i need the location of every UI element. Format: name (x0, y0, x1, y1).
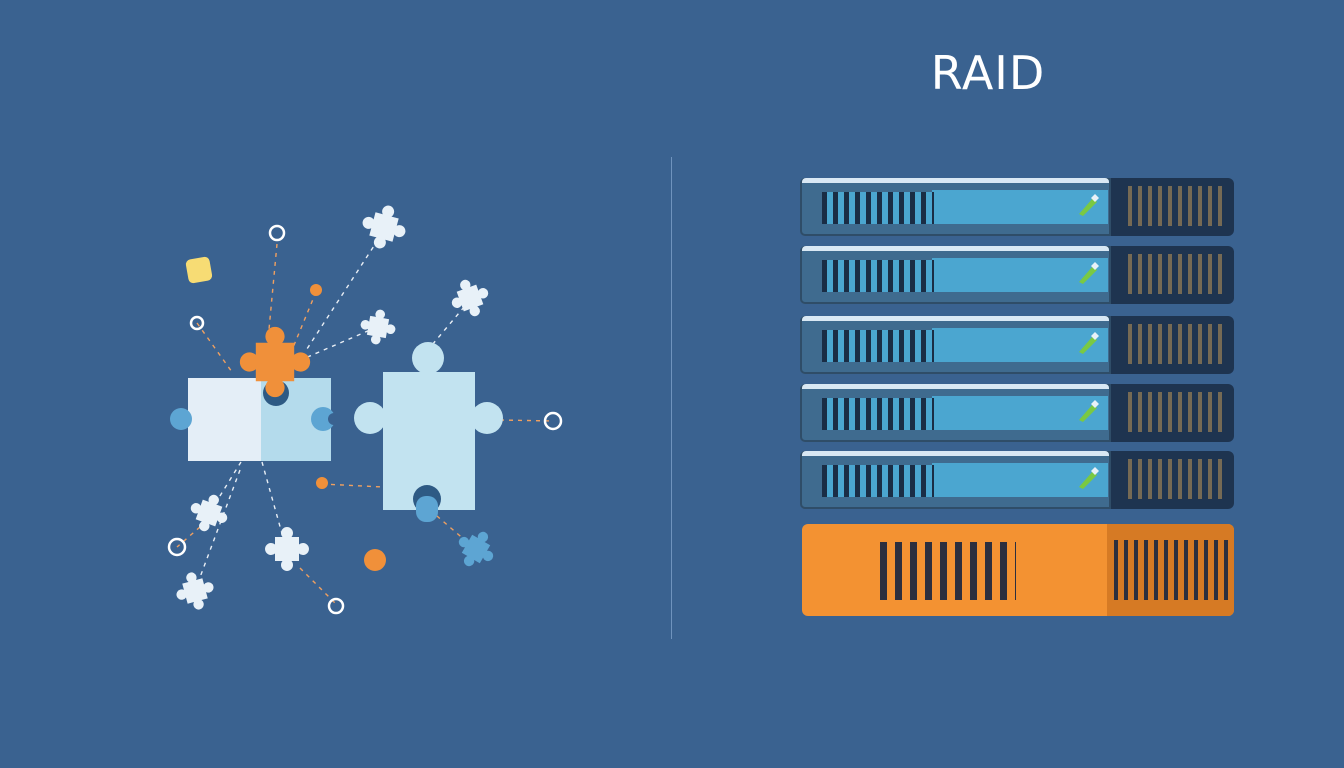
drive-rear (1108, 246, 1234, 304)
puzzle-piece-icon (445, 273, 495, 323)
puzzle-socket (328, 413, 340, 425)
puzzle-knob (354, 402, 386, 434)
diagram-title: RAID (930, 46, 1046, 100)
connector-line (176, 526, 201, 548)
connector-line (209, 461, 242, 513)
puzzle-piece-icon (265, 527, 309, 571)
drive-rear (1108, 451, 1234, 509)
node-ring-icon (189, 315, 205, 331)
node-ring-icon (268, 224, 286, 242)
puzzle-illustration (167, 200, 563, 615)
led-indicator-icon (1079, 194, 1099, 216)
raid-drive-5 (800, 451, 1234, 509)
led-indicator-icon (1079, 400, 1099, 422)
raid-drive-3 (800, 316, 1234, 374)
hard-drive-icon (800, 246, 1111, 304)
connector-line (267, 243, 278, 341)
node-ring-icon (327, 597, 345, 615)
puzzle-piece-icon (449, 522, 503, 576)
raid-drive-2 (800, 246, 1234, 304)
puzzle-knob (416, 496, 438, 522)
puzzle-piece-icon (184, 488, 234, 538)
led-indicator-icon (1079, 467, 1099, 489)
raid-drive-4 (800, 384, 1234, 442)
drive-rear (1108, 384, 1234, 442)
hard-drive-icon (800, 316, 1111, 374)
led-indicator-icon (1079, 332, 1099, 354)
led-indicator-icon (1079, 262, 1099, 284)
raid-array (800, 0, 1236, 768)
puzzle-knob (471, 402, 503, 434)
drive-vent (880, 542, 1016, 600)
connector-line (299, 567, 337, 605)
drive-vent (1114, 540, 1230, 600)
connector-line (196, 322, 233, 373)
puzzle-piece-icon (357, 306, 399, 348)
large-puzzle-piece (354, 342, 503, 522)
connector-line (321, 483, 384, 488)
center-divider (671, 157, 672, 639)
node-dot-icon (316, 477, 328, 489)
node-dot-icon (310, 284, 322, 296)
puzzle-piece-icon (357, 200, 411, 254)
puzzle-knob (311, 407, 335, 431)
connector-line (195, 469, 241, 589)
connector-line (304, 231, 384, 353)
raid-drive-1 (800, 178, 1234, 236)
node-ring-icon (167, 537, 187, 557)
puzzle-knob (412, 342, 444, 374)
node-dot-icon (364, 549, 386, 571)
hard-drive-icon (800, 178, 1111, 236)
hard-drive-icon (800, 451, 1111, 509)
hard-drive-icon (800, 384, 1111, 442)
joined-puzzle-pieces (170, 326, 340, 461)
connector-line (291, 291, 317, 351)
parity-drive (802, 524, 1234, 616)
puzzle-knob (170, 408, 192, 430)
network-nodes (167, 224, 563, 615)
drive-rear (1108, 316, 1234, 374)
drive-rear (1108, 178, 1234, 236)
connector-line (295, 326, 378, 363)
yellow-block-icon (185, 256, 213, 284)
node-ring-icon (543, 411, 563, 431)
puzzle-piece-icon (188, 378, 261, 461)
puzzle-piece-icon (171, 567, 219, 615)
